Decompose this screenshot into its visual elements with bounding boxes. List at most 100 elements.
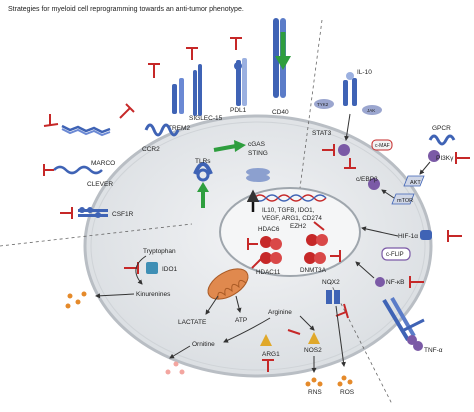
mitochondrion-icon bbox=[207, 268, 249, 300]
stat3-label: STAT3 bbox=[312, 130, 332, 137]
ornitine-efflux-arrow bbox=[169, 345, 191, 359]
arg1-inhibitor bbox=[262, 359, 274, 372]
marco-receptor bbox=[43, 114, 111, 137]
kinurenine-molecules bbox=[65, 291, 87, 309]
csf1r-label: CSF1R bbox=[112, 211, 134, 218]
cmaf-node bbox=[371, 139, 393, 151]
ccr2-label: CCR2 bbox=[142, 146, 160, 153]
tryptophan-to-kinurenines-arrow bbox=[135, 255, 147, 285]
tyk2-node bbox=[314, 99, 334, 109]
hdac11-node bbox=[260, 252, 282, 264]
siglec15-label: SIGLEC-15 bbox=[189, 115, 223, 122]
arginine-to-rns-arrow bbox=[299, 315, 315, 331]
ccr2-receptor bbox=[119, 103, 180, 137]
gpcr-receptor bbox=[428, 134, 456, 146]
dna-helix-strand bbox=[253, 194, 327, 202]
dnmt3a-node bbox=[304, 252, 326, 264]
dnmt3a-label: DNMT3A bbox=[300, 267, 327, 274]
csf1r-receptor bbox=[60, 207, 108, 219]
nos2-inhibitor bbox=[287, 329, 301, 335]
hif1a-node bbox=[420, 230, 432, 240]
il10-receptor bbox=[343, 72, 357, 106]
tlrs-label: TLRs bbox=[195, 158, 211, 165]
hif1a-inhibitor bbox=[447, 230, 462, 242]
ido1-label: IDO1 bbox=[162, 266, 178, 273]
tryptophan-label: Tryptophan bbox=[143, 248, 176, 255]
nfkb-to-nucleus-arrow bbox=[355, 261, 375, 279]
rns-molecules bbox=[305, 377, 323, 387]
nox2-label: NOX2 bbox=[322, 279, 340, 286]
clever-label: CLEVER bbox=[87, 181, 113, 188]
stat3-node bbox=[338, 144, 350, 156]
ezh2-inhibitor bbox=[313, 221, 325, 231]
mitochondrion-inhibitor bbox=[251, 257, 263, 269]
pi3kg-label: PI3Kγ bbox=[436, 155, 454, 162]
arg1-label: ARG1 bbox=[262, 351, 280, 358]
nos2-label: NOS2 bbox=[304, 347, 322, 354]
mtor-to-cebpb-arrow bbox=[381, 189, 395, 199]
jak-node bbox=[362, 105, 382, 115]
nos2-node bbox=[308, 332, 320, 344]
lactate-label: LACTATE bbox=[178, 319, 207, 326]
ezh2-label: EZH2 bbox=[290, 223, 307, 230]
mito-to-atp-arrow bbox=[235, 295, 242, 313]
sting-label: STING bbox=[248, 150, 268, 157]
mtor-node bbox=[391, 193, 415, 205]
figure-caption: Strategies for myeloid cell reprogrammin… bbox=[8, 6, 244, 13]
cebpb-label: c/EBPβ bbox=[356, 176, 378, 183]
tlrs-receptor bbox=[193, 162, 213, 208]
ornitine-label: Ornitine bbox=[192, 341, 215, 348]
ornitine-molecules bbox=[165, 361, 185, 375]
tnfa-receptor bbox=[382, 296, 425, 351]
divider-line-top bbox=[299, 19, 323, 189]
kinurenines-efflux-arrow bbox=[95, 293, 135, 299]
akt-node bbox=[403, 175, 425, 187]
ezh2-node bbox=[306, 234, 328, 246]
pi3kg-node bbox=[428, 150, 440, 162]
nox2-node bbox=[326, 290, 340, 304]
cell-membrane-inner bbox=[90, 121, 426, 371]
kinurenines-label: Kinurenines bbox=[136, 291, 171, 298]
arginine-label: Arginine bbox=[268, 309, 292, 316]
marco-label: MARCO bbox=[91, 160, 115, 167]
trem2-receptor bbox=[148, 63, 184, 114]
siglec15-receptor bbox=[186, 47, 202, 116]
rns-label: RNS bbox=[308, 389, 322, 396]
pi3kg-inhibitor bbox=[455, 152, 470, 164]
jak-label: JAK bbox=[367, 108, 375, 113]
clever-receptor bbox=[43, 164, 103, 176]
mtor-label: mTOR bbox=[397, 198, 413, 204]
ros-label: ROS bbox=[340, 389, 355, 396]
divider-line-left bbox=[0, 223, 193, 247]
hdac6-inhibitor bbox=[247, 238, 258, 250]
nfkb-node bbox=[375, 277, 385, 287]
cgas-label: cGAS bbox=[248, 141, 266, 148]
tnfa-label: TNF-α bbox=[424, 347, 443, 354]
cebpb-node bbox=[368, 178, 380, 190]
dnmt3a-inhibitor bbox=[330, 250, 341, 262]
tyk2-label: TYK2 bbox=[317, 102, 329, 107]
nox2-to-ros-arrow bbox=[335, 305, 346, 367]
cd40-label: CD40 bbox=[272, 109, 289, 116]
cgas-sting-arrow bbox=[213, 140, 270, 182]
il10-label: IL-10 bbox=[357, 69, 372, 76]
gpcr-label: GPCR bbox=[432, 125, 451, 132]
trem2-label: TREM2 bbox=[168, 125, 190, 132]
jak-to-stat3-arrow bbox=[344, 113, 351, 141]
pdl1-label: PDL1 bbox=[230, 107, 247, 114]
pi3k-to-akt-arrow bbox=[419, 161, 431, 175]
hif1a-label: HIF-1α bbox=[398, 233, 418, 240]
arg1-node bbox=[260, 334, 272, 346]
nfkb-label: NF-κB bbox=[386, 279, 404, 286]
atp-label: ATP bbox=[235, 317, 247, 324]
cebpb-inhibitor bbox=[344, 158, 356, 169]
nfkb-inhibitor bbox=[409, 276, 424, 288]
hif1a-to-nucleus-arrow bbox=[361, 226, 399, 237]
stat3-inhibitor bbox=[322, 144, 335, 156]
genes-line-1: IL10, TGFB, IDO1, bbox=[262, 207, 315, 214]
cflip-node bbox=[381, 247, 411, 261]
cmaf-label: c-MAF bbox=[375, 143, 390, 149]
mito-to-lactate-arrow bbox=[205, 295, 219, 315]
pdl1-receptor bbox=[230, 37, 247, 106]
